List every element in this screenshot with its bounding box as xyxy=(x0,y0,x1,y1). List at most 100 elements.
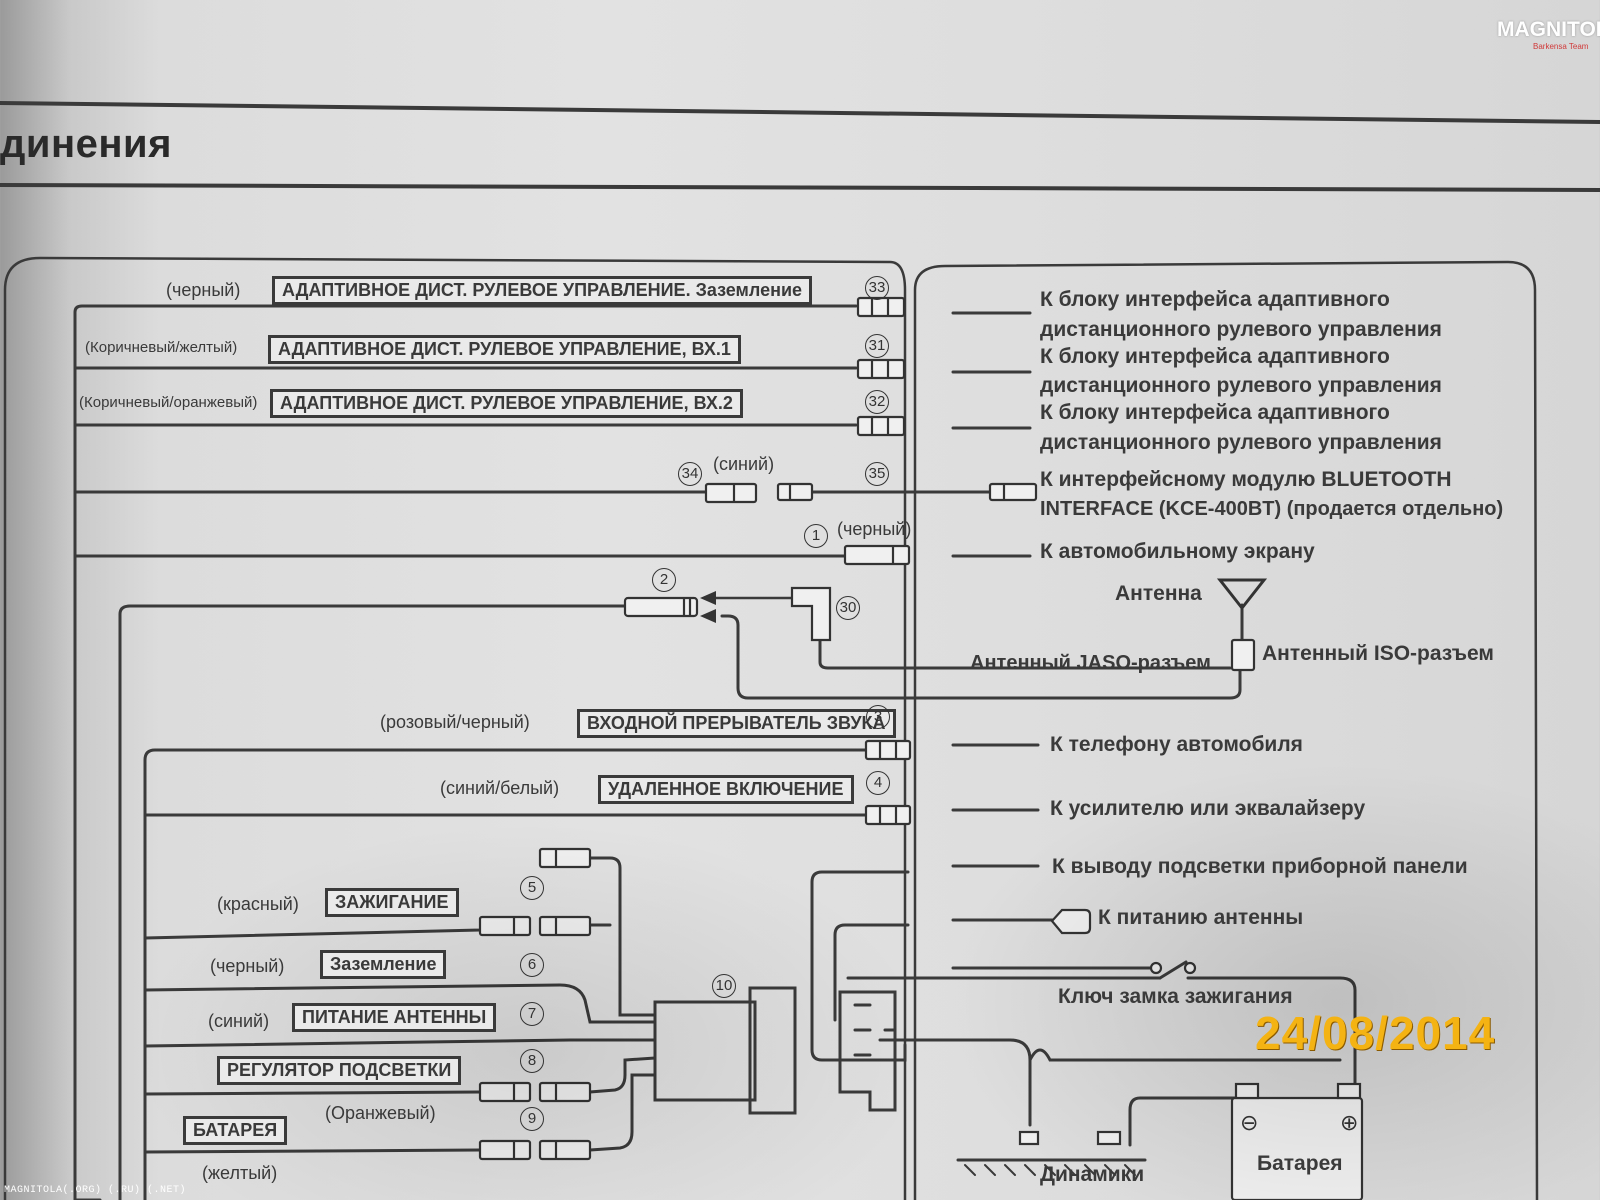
connector-9a xyxy=(478,1139,532,1161)
wire-6-color: (черный) xyxy=(210,956,285,976)
wire-33-color: (черный) xyxy=(166,280,241,300)
wire-9-color: (Оранжевый) xyxy=(325,1103,436,1123)
wire-5-number: 5 xyxy=(520,876,544,900)
dest-bt-line1: К интерфейсному модулю BLUETOOTH xyxy=(1040,468,1452,491)
dest-antenna-power: К питанию антенны xyxy=(1098,906,1304,929)
connector-8b xyxy=(538,1081,592,1103)
connector-34 xyxy=(704,482,758,504)
connector-1 xyxy=(843,544,911,566)
dest-battery: Батарея xyxy=(1257,1152,1343,1175)
wire-5b xyxy=(588,856,657,1017)
wire-4-number: 4 xyxy=(866,771,890,795)
connector-8a xyxy=(478,1081,532,1103)
wire-8-number: 8 xyxy=(520,1049,544,1073)
wire-yellow-color: (желтый) xyxy=(202,1163,278,1183)
svg-text:⊕: ⊕ xyxy=(1340,1110,1358,1135)
right-panel-border xyxy=(913,260,1539,1200)
dest-sw2-line2: дистанционного рулевого управления xyxy=(1040,374,1442,397)
wire-2-number: 2 xyxy=(652,568,676,592)
antenna-icon xyxy=(1216,578,1268,611)
wire-8b xyxy=(588,1056,657,1094)
battery-neg-wire xyxy=(1128,1088,1252,1147)
iso-cable xyxy=(720,614,1242,700)
wire-32-function: АДАПТИВНОЕ ДИСТ. РУЛЕВОЕ УПРАВЛЕНИЕ, ВХ.… xyxy=(270,389,743,418)
wire-7-number: 7 xyxy=(520,1002,544,1026)
wire-9-number: 9 xyxy=(520,1107,544,1131)
wire-34-number: 34 xyxy=(678,462,702,486)
wire-3-color: (розовый/черный) xyxy=(380,712,530,732)
wire-3 xyxy=(143,748,868,1200)
dest-amp: К усилителю или эквалайзеру xyxy=(1050,797,1366,820)
wire-1-number: 1 xyxy=(804,524,828,548)
photo-date-stamp: 24/08/2014 xyxy=(1255,1007,1496,1059)
dest-bt-line2: INTERFACE (KCE-400BT) (продается отдельн… xyxy=(1040,498,1504,520)
dest-illumination: К выводу подсветки приборной панели xyxy=(1052,855,1468,878)
connector-4 xyxy=(864,804,912,826)
dest-sw1-line2: дистанционного рулевого управления xyxy=(1040,318,1442,341)
page-title: динения xyxy=(0,122,172,166)
watermark-logo: MAGNITOLA xyxy=(1497,18,1600,41)
connector-5b xyxy=(478,915,532,937)
wire-31-function: АДАПТИВНОЕ ДИСТ. РУЛЕВОЕ УПРАВЛЕНИЕ, ВХ.… xyxy=(268,335,741,364)
wire-32-number: 32 xyxy=(865,390,889,414)
wire-9b xyxy=(588,1073,657,1152)
wire-6-number: 6 xyxy=(520,953,544,977)
harness-plug-10 xyxy=(653,1000,757,1102)
wire-6 xyxy=(143,983,657,1024)
wire-33 xyxy=(73,304,858,1200)
header-rule-bottom xyxy=(0,183,1600,192)
wire-33-function: АДАПТИВНОЕ ДИСТ. РУЛЕВОЕ УПРАВЛЕНИЕ. Заз… xyxy=(272,276,813,305)
dest-sw1-line1: К блоку интерфейса адаптивного xyxy=(1040,288,1390,311)
dest-antenna: Антенна xyxy=(1115,582,1202,605)
dest-phone: К телефону автомобиля xyxy=(1050,733,1303,756)
connector-2 xyxy=(623,596,699,618)
dest-sw2-line1: К блоку интерфейса адаптивного xyxy=(1040,345,1390,368)
wire-31-color: (Коричневый/желтый) xyxy=(85,339,238,356)
connector-5c xyxy=(538,915,592,937)
battery-icon xyxy=(1230,1082,1364,1200)
ant-power-wire xyxy=(833,923,910,1022)
wire-1-color: (черный) xyxy=(837,519,912,539)
wire-30-number: 30 xyxy=(836,596,860,620)
wire-9a xyxy=(143,1148,482,1154)
wire-4-function: УДАЛЕННОЕ ВКЛЮЧЕНИЕ xyxy=(598,775,854,804)
connector-33 xyxy=(856,296,906,318)
ant-power-terminal xyxy=(1050,908,1092,935)
wire-7 xyxy=(143,1038,657,1048)
speaker-terminal-2 xyxy=(1096,1130,1122,1146)
dest-speakers: Динамики xyxy=(1040,1163,1145,1186)
dest-sw3-line1: К блоку интерфейса адаптивного xyxy=(1040,401,1390,424)
header-rule-top xyxy=(0,101,1600,124)
speaker-terminal-1 xyxy=(1018,1130,1040,1146)
wire-5-function: ЗАЖИГАНИЕ xyxy=(325,888,459,917)
dest-ignition-key: Ключ замка зажигания xyxy=(1058,985,1293,1008)
wire-8-function: РЕГУЛЯТОР ПОДСВЕТКИ xyxy=(217,1056,462,1085)
wire-7-function: ПИТАНИЕ АНТЕННЫ xyxy=(292,1003,497,1032)
wire-4-color: (синий/белый) xyxy=(440,778,560,798)
wire-7-color: (синий) xyxy=(208,1011,270,1031)
wire-34-color: (синий) xyxy=(713,454,775,474)
connector-32 xyxy=(856,415,906,437)
wire-9-function: БАТАРЕЯ xyxy=(183,1116,288,1145)
illum-wire xyxy=(810,870,910,1062)
wire-31-number: 31 xyxy=(865,334,889,358)
svg-text:⊖: ⊖ xyxy=(1240,1110,1258,1135)
wire-10-number: 10 xyxy=(712,974,736,998)
connector-5a xyxy=(538,847,592,869)
dest-antenna-jaso: Антенный JASO-разъем xyxy=(970,652,1211,674)
ign-switch-contact-b xyxy=(1183,961,1197,975)
connector-31 xyxy=(856,358,906,380)
photo-shadow xyxy=(940,760,1600,1200)
wire-3-function: ВХОДНОЙ ПРЕРЫВАТЕЛЬ ЗВУКА xyxy=(577,709,896,738)
wire-32-color: (Коричневый/оранжевый) xyxy=(79,394,258,411)
dest-screen: К автомобильному экрану xyxy=(1040,540,1315,563)
left-panel-border xyxy=(3,256,907,1200)
ign-switch xyxy=(1158,960,1188,980)
dest-antenna-iso: Антенный ISO-разъем xyxy=(1262,642,1494,665)
connector-30 xyxy=(790,586,832,642)
connector-bt xyxy=(988,482,1038,502)
wire-5-color: (красный) xyxy=(217,894,299,914)
watermark-footer: MAGNITOLA(.ORG) (.RU) (.NET) xyxy=(4,1185,187,1196)
antenna-iso-plug xyxy=(1230,638,1256,672)
